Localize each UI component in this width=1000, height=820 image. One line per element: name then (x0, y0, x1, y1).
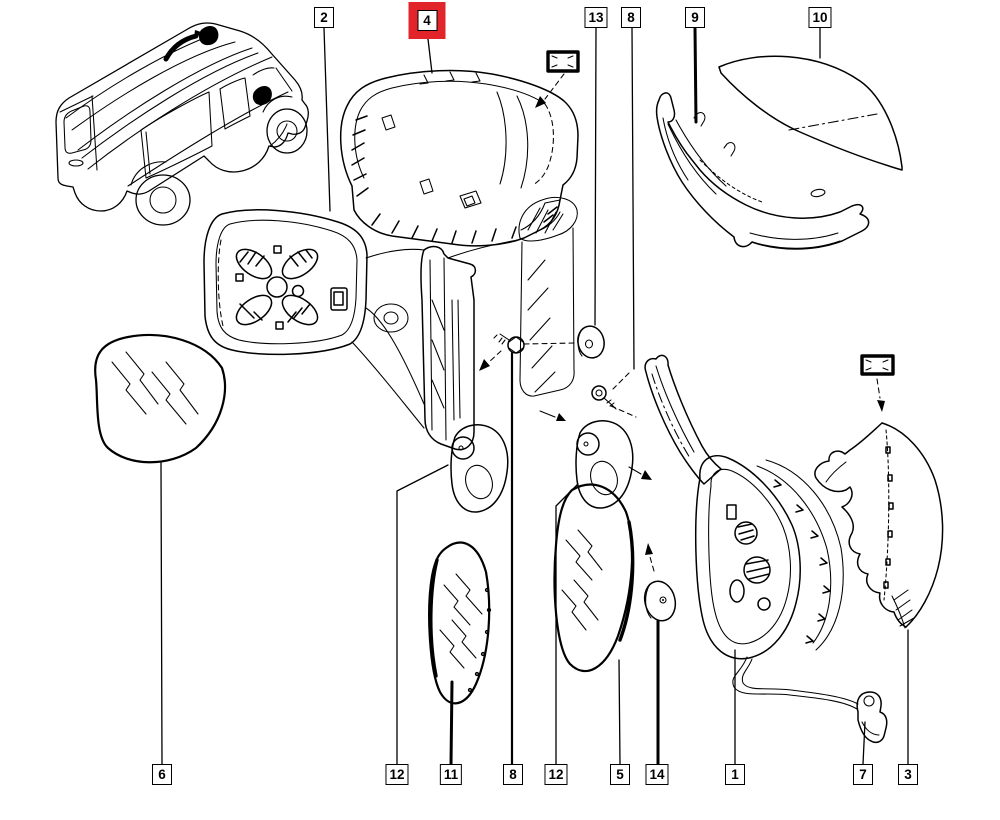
callout-8-top[interactable]: 8 (621, 7, 641, 28)
gasket-left (450, 424, 509, 513)
callout-9[interactable]: 9 (685, 7, 705, 28)
actuator-back-detail (726, 504, 771, 611)
mirror-glass-blank (553, 483, 635, 673)
housing-right-tabs (883, 446, 894, 589)
callout-5[interactable]: 5 (610, 764, 630, 785)
mirror-foot-cover (655, 92, 870, 250)
callout-14[interactable]: 14 (645, 764, 669, 785)
glass-actuator (235, 245, 348, 330)
leader-lines (160, 26, 909, 766)
callout-10[interactable]: 10 (808, 7, 832, 28)
gasket-right (575, 420, 634, 509)
callout-4[interactable]: 4 (417, 10, 437, 31)
mirror-housing-cover-right (814, 422, 944, 629)
housing-hatch-marks (351, 115, 558, 244)
callout-1[interactable]: 1 (725, 764, 745, 785)
mirror-top-cap (718, 55, 903, 171)
callout-12-right[interactable]: 12 (544, 764, 568, 785)
mirror-glass-left (94, 333, 226, 464)
callout-8-bottom[interactable]: 8 (503, 764, 523, 785)
mirror-location-marker (163, 26, 272, 105)
callout-3[interactable]: 3 (898, 764, 918, 785)
washer-icon (523, 325, 605, 359)
clip-ticks (773, 479, 831, 644)
callout-6[interactable]: 6 (152, 764, 172, 785)
harness-clip (856, 691, 888, 744)
callout-7[interactable]: 7 (853, 764, 873, 785)
callout-12-left[interactable]: 12 (385, 764, 409, 785)
screw-icon-upper (591, 372, 637, 418)
callout-4-highlight[interactable]: 4 (408, 2, 446, 39)
glass-contact-dots (467, 587, 492, 693)
mirror-frame-assembly-left (203, 196, 578, 451)
mirror-assembly-right (644, 354, 859, 710)
vehicle-overview-drawing (55, 22, 309, 226)
heated-mirror-glass (428, 541, 492, 705)
mirror-housing-cover-left (339, 69, 579, 247)
direction-arrows (479, 350, 652, 480)
callout-11[interactable]: 11 (439, 764, 463, 785)
screw-icon-lower (493, 333, 525, 354)
callout-2[interactable]: 2 (314, 7, 334, 28)
retaining-clip-icon-right (860, 354, 895, 412)
retaining-clip-icon-left (535, 50, 580, 108)
callout-13[interactable]: 13 (584, 7, 608, 28)
grommet (643, 543, 677, 622)
